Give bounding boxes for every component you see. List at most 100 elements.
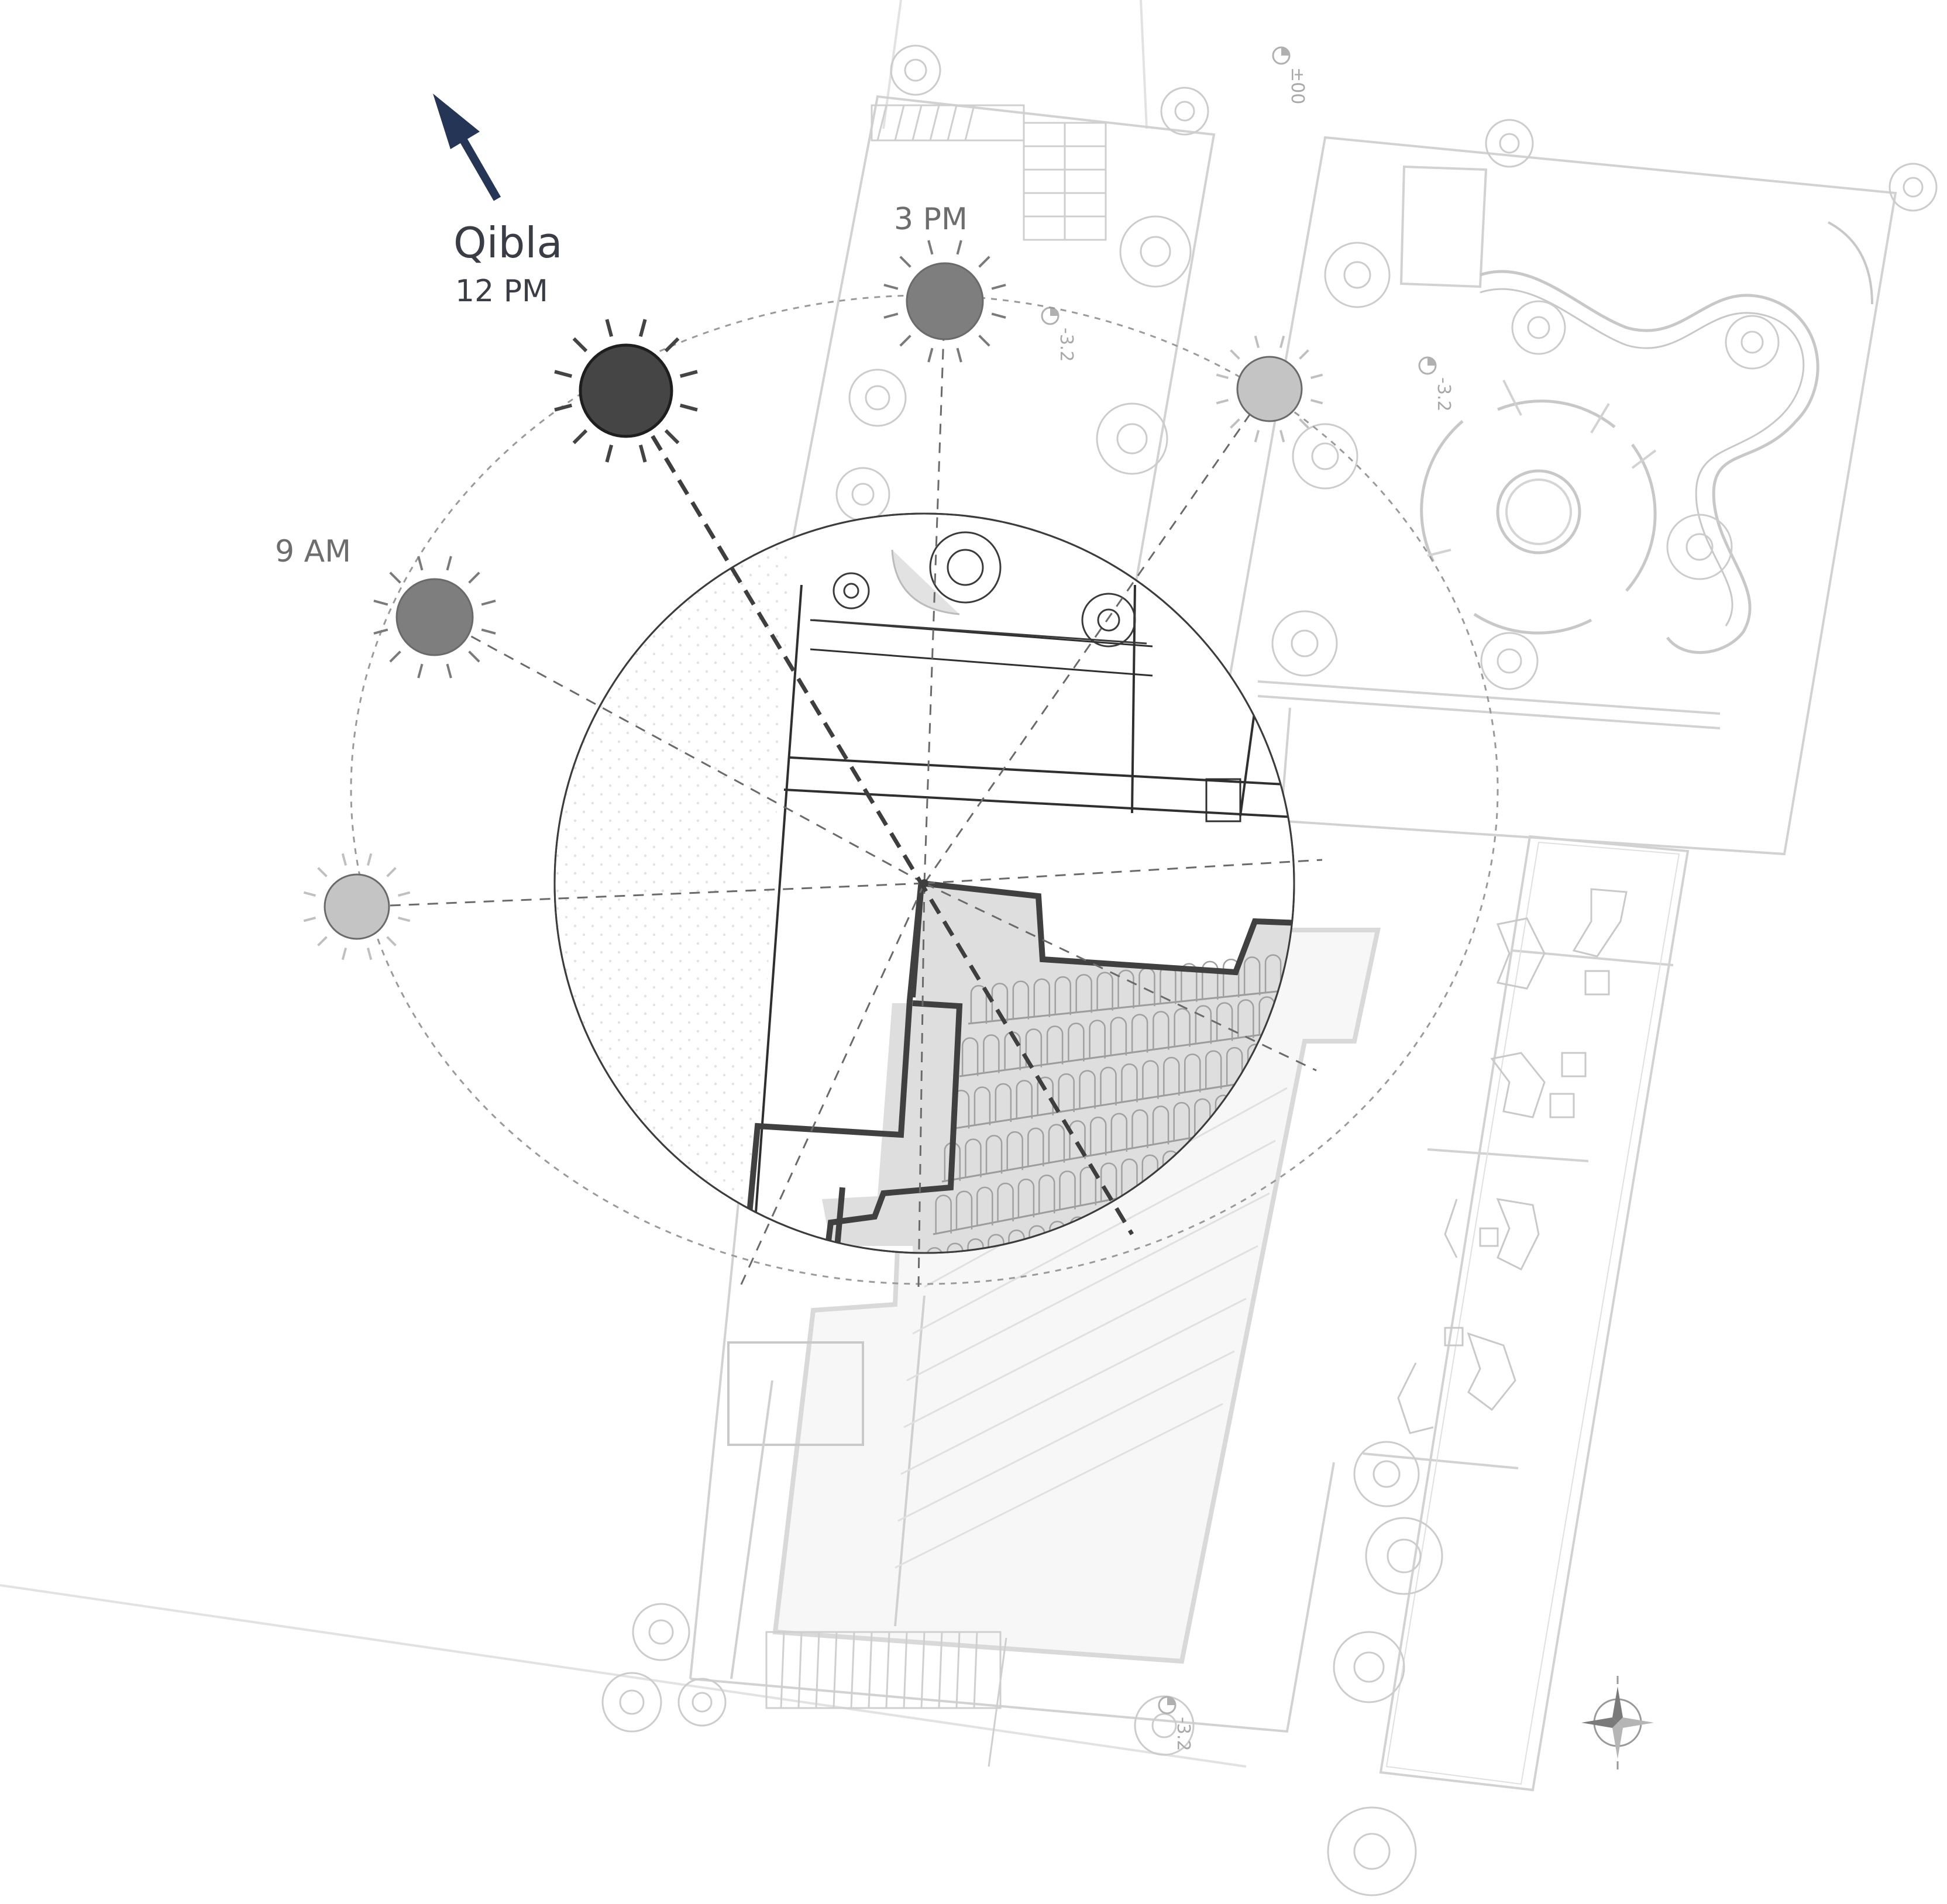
sun-ray xyxy=(366,853,373,866)
sun-ray xyxy=(317,867,328,877)
sun-ray xyxy=(1216,398,1229,405)
prayer-arch xyxy=(947,1242,964,1253)
prayer-arch xyxy=(1141,1154,1159,1193)
prayer-arch xyxy=(1264,954,1282,993)
sun-ray xyxy=(572,429,588,445)
morning-label: 9 AM xyxy=(275,534,351,569)
sun-ray xyxy=(664,429,680,445)
sun-ray xyxy=(303,891,317,897)
prayer-arch xyxy=(1028,1225,1045,1253)
elevation-label: -3.2 xyxy=(1433,377,1454,412)
prayer-arch xyxy=(1174,1008,1191,1047)
elevation-marker: -3.2 xyxy=(1158,1696,1193,1751)
sun-ray xyxy=(446,663,452,679)
sun-ray xyxy=(883,312,899,319)
sun-ray xyxy=(1299,349,1309,360)
sun-ray xyxy=(679,370,698,378)
prayer-arch xyxy=(1173,1101,1190,1141)
sun-ray xyxy=(927,240,934,255)
prayer-arch xyxy=(1006,1131,1023,1170)
prayer-arch xyxy=(1237,999,1254,1038)
prayer-arch xyxy=(1054,976,1071,1015)
sun-ray xyxy=(397,916,411,922)
elevation-label: -3.2 xyxy=(1173,1717,1193,1751)
prayer-arch xyxy=(991,983,1009,1022)
prayer-arch xyxy=(1110,1113,1128,1152)
prayer-arch xyxy=(983,1034,1000,1073)
prayer-arch xyxy=(976,1186,993,1225)
sun-9am-icon xyxy=(373,556,496,679)
prayer-arch xyxy=(1059,1170,1076,1210)
prayer-arch xyxy=(1121,1158,1138,1197)
sun-disc xyxy=(324,873,390,940)
sun-ray xyxy=(389,650,401,663)
sun-ray xyxy=(554,370,573,378)
prayer-arch xyxy=(935,1194,952,1234)
sun-ray xyxy=(1216,373,1229,380)
sun-ray xyxy=(303,916,317,922)
sun-ray xyxy=(468,571,480,584)
afternoon-label: 3 PM xyxy=(894,202,968,237)
prayer-arch xyxy=(1069,1120,1086,1159)
qibla-label: Qibla xyxy=(453,218,563,267)
sun-ray xyxy=(572,337,588,353)
prayer-arch xyxy=(1131,1109,1148,1148)
sun-ray xyxy=(899,335,911,347)
sun-ray xyxy=(1254,335,1260,349)
prayer-arch xyxy=(1037,1076,1054,1115)
prayer-arch xyxy=(1008,1230,1025,1253)
prayer-arch xyxy=(1110,1017,1127,1056)
prayer-arch xyxy=(965,1138,982,1177)
prayer-arch xyxy=(1027,1127,1044,1166)
prayer-arch xyxy=(1205,1050,1222,1089)
sun-ray xyxy=(317,936,328,946)
prayer-arch xyxy=(1096,972,1113,1011)
sun-ray xyxy=(468,650,480,663)
sun-ray xyxy=(417,663,424,679)
prayer-arch xyxy=(1226,1046,1243,1086)
sun-ray xyxy=(397,891,411,897)
prayer-arch xyxy=(1184,1053,1201,1093)
prayer-arch xyxy=(1038,1174,1055,1214)
sun-ray xyxy=(638,444,647,463)
sun-ray xyxy=(664,337,680,353)
sun-ray xyxy=(956,240,962,255)
sun-ray xyxy=(417,556,424,571)
sun-ray xyxy=(554,403,573,412)
prayer-arch xyxy=(985,1135,1003,1174)
prayer-arch xyxy=(1068,1022,1085,1062)
prayer-arch xyxy=(1025,1028,1043,1068)
sun-ray xyxy=(1279,335,1285,349)
sun-ray xyxy=(1310,373,1323,380)
elevation-marker: -3.2 xyxy=(1041,307,1076,362)
sun-ray xyxy=(1254,429,1260,443)
sun-ray xyxy=(341,853,348,866)
prayer-arch xyxy=(1216,1002,1233,1041)
sun-ray xyxy=(1310,398,1323,405)
prayer-arch xyxy=(1163,1056,1180,1096)
sun-ray xyxy=(446,556,452,571)
prayer-arch xyxy=(1016,1080,1033,1119)
prayer-arch xyxy=(926,1247,943,1253)
sun-ray xyxy=(991,312,1006,319)
compass-rose-icon xyxy=(1581,1676,1654,1769)
sun-disc xyxy=(579,343,673,438)
sun-ray xyxy=(366,947,373,960)
sun-3pm-icon xyxy=(883,240,1006,363)
prayer-arch xyxy=(1048,1124,1065,1163)
prayer-arch xyxy=(1100,1066,1117,1106)
sun-ray xyxy=(389,571,401,584)
prayer-arch xyxy=(967,1238,984,1253)
sun-disc xyxy=(906,262,984,340)
prayer-arch xyxy=(1100,1162,1117,1201)
prayer-arch xyxy=(961,1037,979,1076)
sun-ray xyxy=(386,936,397,946)
prayer-arch xyxy=(1152,1106,1169,1145)
elevation-markers: ±00 -3.2 -3.2 -3.2 xyxy=(1041,46,1454,1751)
sun-ray xyxy=(1230,418,1240,429)
sun-sunset-icon xyxy=(1216,335,1323,443)
sun-ray xyxy=(481,628,496,635)
elevation-marker: ±00 xyxy=(1272,46,1308,104)
sun-disc xyxy=(395,578,474,656)
